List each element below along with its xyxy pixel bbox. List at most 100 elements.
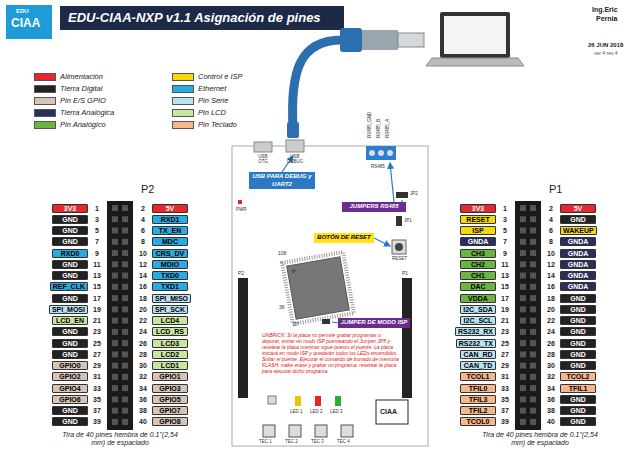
legend-text: Alimentación — [60, 72, 103, 82]
pin-number: 20 — [135, 305, 151, 314]
callout-text: BOTÓN DE RESET — [317, 234, 370, 240]
pin-tag: CH3 — [460, 249, 496, 258]
pin-name: LCD3 — [161, 340, 179, 347]
legend-swatch — [34, 85, 56, 93]
header-hole — [112, 261, 118, 267]
pin-name: GND — [62, 216, 78, 223]
board-label: Tira de 40 pines hembra de 0.1"(2,54 mm)… — [478, 431, 602, 448]
pin-tag: TFIL2 — [460, 406, 496, 415]
pin-number: 36 — [543, 395, 559, 404]
board-label: JP1 — [404, 218, 412, 223]
pin-number: 4 — [135, 215, 151, 224]
header-hole — [530, 306, 536, 312]
pin-tag: CAN_TD — [460, 361, 496, 370]
rotated-label: RS485_GND — [367, 112, 372, 138]
pin-number: 4 — [543, 215, 559, 224]
pin-number: 35 — [89, 395, 105, 404]
pin-name: GND — [570, 362, 586, 369]
pin-number: 30 — [543, 361, 559, 370]
pin-number: 33 — [497, 384, 513, 393]
pin-tag: GND — [52, 226, 88, 235]
board-label: LED 3 — [330, 409, 343, 414]
pin-number: 40 — [135, 417, 151, 426]
pin-number: 21 — [89, 316, 105, 325]
rs485-terminal — [366, 146, 396, 160]
pin-tag: GND — [560, 316, 596, 325]
pin-name: TFIL1 — [569, 385, 588, 392]
logo-box — [6, 5, 52, 39]
pin-tag: GPIO6 — [52, 395, 88, 404]
pin-number: 15 — [497, 282, 513, 291]
pin-number: 39 — [497, 417, 513, 426]
tec-button — [289, 425, 301, 437]
chip-pins — [282, 252, 354, 324]
micro-usb-plug — [287, 122, 299, 138]
terminal-screw — [387, 150, 393, 156]
pin-number: 37 — [497, 406, 513, 415]
pin-name: GND — [62, 328, 78, 335]
led — [295, 396, 301, 406]
header-hole — [112, 318, 118, 324]
pin-number: 23 — [89, 327, 105, 336]
pin-number: 27 — [497, 350, 513, 359]
pin-tag: CH2 — [460, 260, 496, 269]
header-strip-p2 — [107, 201, 133, 430]
pin-tag: GPIO7 — [152, 406, 188, 415]
legend-swatch — [172, 73, 194, 81]
pin-name: GND — [570, 340, 586, 347]
pin-name: GND — [62, 261, 78, 268]
header-hole — [530, 408, 536, 414]
pin-tag: GND — [52, 271, 88, 280]
laptop-screen — [440, 12, 510, 58]
pin-number: 34 — [135, 384, 151, 393]
board-label: Ing.Eric — [592, 6, 618, 14]
mcu-chip — [282, 252, 354, 324]
pin-name: GND — [570, 295, 586, 302]
pin-name: GNDA — [468, 238, 489, 245]
header-hole — [530, 228, 536, 234]
board-label: TEC 3 — [311, 439, 324, 444]
pin-number: 21 — [497, 316, 513, 325]
callout-box: BOTÓN DE RESET — [314, 233, 374, 243]
pin-number: 35 — [497, 395, 513, 404]
pin-tag: TFIL0 — [460, 384, 496, 393]
pin-tag: GPIO1 — [152, 372, 188, 381]
pin-tag: RXD1 — [152, 215, 188, 224]
pin-name: CH1 — [471, 272, 485, 279]
pin-name: CH3 — [471, 250, 485, 257]
pin-number: 38 — [543, 406, 559, 415]
pin-number: 14 — [543, 271, 559, 280]
pin-tag: GND — [52, 350, 88, 359]
pin-number: 2 — [543, 204, 559, 213]
pin-number: 5 — [497, 226, 513, 235]
pin-name: CRS_DV — [156, 250, 184, 257]
header-hole — [530, 216, 536, 222]
pin-name: GND — [570, 216, 586, 223]
pin-number: 29 — [89, 361, 105, 370]
pin-number: 22 — [543, 316, 559, 325]
board-label: 72 — [342, 317, 348, 323]
header-hole — [520, 374, 526, 380]
board-label: 26 JUN 2018 — [588, 42, 623, 49]
header-hole — [112, 284, 118, 290]
pin-number: 17 — [497, 294, 513, 303]
pin-name: TCOL0 — [467, 418, 490, 425]
board-label: 108 — [278, 250, 286, 256]
pin-name: GPIO6 — [59, 396, 80, 403]
reset-button-cap — [395, 243, 403, 251]
header-hole — [112, 351, 118, 357]
pin-tag: ISP — [460, 226, 496, 235]
pin-name: 5V — [574, 205, 583, 212]
header-hole — [122, 374, 128, 380]
header-hole — [530, 351, 536, 357]
pin-tag: LCD1 — [152, 361, 188, 370]
pin-tag: GPIO3 — [152, 384, 188, 393]
board-label: P1 — [402, 270, 408, 276]
pin-name: GPIO4 — [59, 385, 80, 392]
pin-tag: GND — [52, 294, 88, 303]
legend-text: Control e ISP — [198, 72, 243, 82]
pin-tag: GPIO0 — [52, 361, 88, 370]
header-hole — [520, 216, 526, 222]
pin-tag: GNDA — [560, 260, 596, 269]
